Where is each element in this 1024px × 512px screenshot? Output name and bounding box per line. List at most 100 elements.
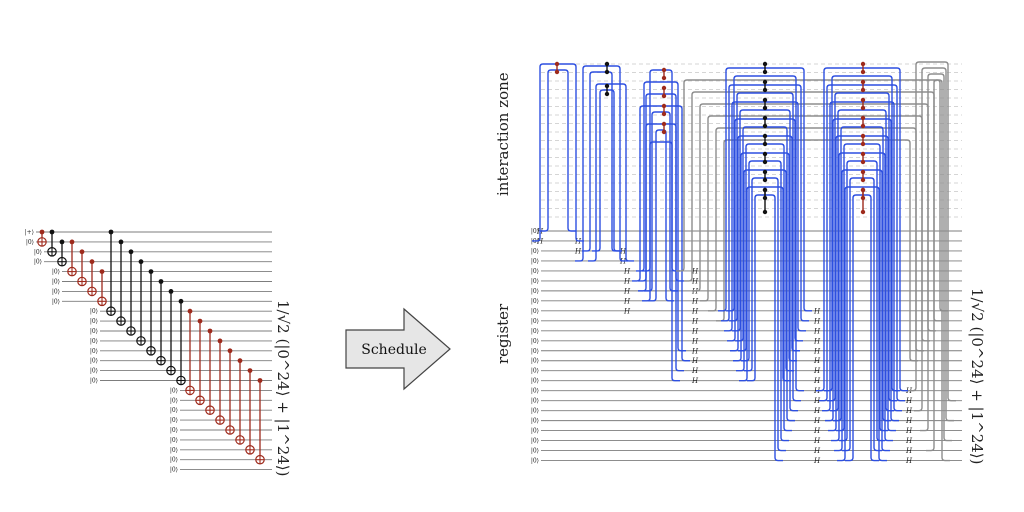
route-blue <box>642 141 680 382</box>
hadamard-label: H <box>691 277 699 285</box>
hadamard-label: H <box>813 437 821 445</box>
cnot-control-dot <box>217 338 223 344</box>
initial-state-ket: |0⟩ <box>26 239 34 246</box>
hadamard-label: H <box>813 347 821 355</box>
zone-gate-dot <box>860 187 866 193</box>
cnot-control-dot <box>187 308 193 314</box>
cnot-control-dot <box>168 289 174 294</box>
hadamard-label: H <box>623 267 631 275</box>
hadamard-label: H <box>813 307 821 315</box>
initial-state-ket: |0⟩ <box>34 259 42 266</box>
register-ket: |0⟩ <box>531 288 539 295</box>
register-ket: |0⟩ <box>531 398 539 405</box>
zone-gate-dot <box>860 141 866 147</box>
zone-cz-gate <box>762 133 768 147</box>
register-ket: |0⟩ <box>531 268 539 275</box>
initial-state-ket: |0⟩ <box>170 407 178 414</box>
route-blue <box>726 75 804 392</box>
hadamard-label: H <box>813 397 821 405</box>
hadamard-label: H <box>813 447 821 455</box>
zone-gate-dot <box>661 93 667 99</box>
route-gray <box>716 139 918 362</box>
zone-cz-gate <box>762 79 768 93</box>
register-ket: |0⟩ <box>531 428 539 435</box>
zone-gate-dot <box>762 141 768 147</box>
hadamard-label: H <box>813 427 821 435</box>
zone-gate-dot <box>762 69 768 75</box>
hadamard-label: H <box>691 267 699 275</box>
zone-gate-dot <box>661 111 667 117</box>
initial-state-ket: |0⟩ <box>52 279 60 286</box>
initial-state-ket: |0⟩ <box>90 378 98 385</box>
zone-gate-dot <box>762 97 768 103</box>
initial-state-ket: |0⟩ <box>90 348 98 355</box>
cnot-control-dot <box>138 259 144 265</box>
route-gray <box>908 61 956 402</box>
interaction-zone-label: interaction zone <box>494 72 512 196</box>
zone-gate-dot <box>661 85 667 91</box>
cnot-control-dot <box>49 229 55 235</box>
cnot-gate <box>185 308 195 396</box>
cnot-gate <box>215 338 225 425</box>
cnot-control-dot <box>89 259 95 265</box>
register-ket: |0⟩ <box>531 328 539 335</box>
hadamard-label: H <box>813 457 821 465</box>
hadamard-label: H <box>691 357 699 365</box>
initial-state-ket: |0⟩ <box>170 447 178 454</box>
cnot-control-dot <box>227 348 233 354</box>
zone-cz-gate <box>554 61 560 75</box>
initial-state-ket: |0⟩ <box>170 427 178 434</box>
zone-gate-dot <box>661 67 667 73</box>
hadamard-label: H <box>905 457 913 465</box>
route-blue <box>739 186 791 382</box>
hadamard-label: H <box>813 357 821 365</box>
zone-gate-dot <box>860 209 866 215</box>
initial-state-ket: |0⟩ <box>52 269 60 276</box>
hadamard-label: H <box>905 397 913 405</box>
route-blue <box>744 177 786 452</box>
route-gray <box>684 91 942 322</box>
zone-cz-gate <box>860 133 866 147</box>
zone-gate-dot <box>860 115 866 121</box>
hadamard-label: H <box>813 377 821 385</box>
hadamard-label: H <box>813 317 821 325</box>
route-gray <box>914 67 954 422</box>
cnot-control-dot <box>99 269 105 274</box>
initial-state-ket: |0⟩ <box>170 467 178 474</box>
register-ket: |0⟩ <box>531 368 539 375</box>
cnot-control-dot <box>39 229 45 235</box>
initial-state-ket: |0⟩ <box>52 288 60 295</box>
register-ket: |0⟩ <box>531 418 539 425</box>
cnot-gate <box>97 269 107 307</box>
register-ket: |0⟩ <box>531 348 539 355</box>
cnot-gate <box>126 249 136 336</box>
initial-state-ket: |0⟩ <box>90 338 98 345</box>
zone-cz-gate <box>860 169 866 183</box>
zone-cz-gate <box>860 79 866 93</box>
initial-state-ket: |0⟩ <box>90 308 98 315</box>
scheduled-circuit: |0⟩|0⟩|0⟩|0⟩|0⟩|0⟩|0⟩|0⟩|0⟩|0⟩|0⟩|0⟩|0⟩|… <box>531 61 962 465</box>
zone-gate-dot <box>762 105 768 111</box>
zone-cz-gate <box>860 151 866 165</box>
zone-gate-dot <box>860 169 866 175</box>
cnot-control-dot <box>197 318 203 324</box>
zone-gate-dot <box>860 133 866 139</box>
register-ket: |0⟩ <box>531 438 539 445</box>
zone-cz-gate <box>860 187 866 215</box>
initial-state-ket: |0⟩ <box>170 417 178 424</box>
register-ket: |0⟩ <box>531 278 539 285</box>
hadamard-label: H <box>623 297 631 305</box>
zone-gate-dot <box>661 129 667 135</box>
cnot-gate <box>205 328 215 415</box>
hadamard-label: H <box>691 327 699 335</box>
register-ket: |0⟩ <box>531 298 539 305</box>
route-blue <box>632 105 690 362</box>
cnot-gate <box>166 289 176 376</box>
zone-cz-gate <box>762 97 768 111</box>
hadamard-label: H <box>691 307 699 315</box>
route-blue <box>842 177 882 452</box>
hadamard-label: H <box>691 317 699 325</box>
hadamard-label: H <box>691 377 699 385</box>
zone-gate-dot <box>860 97 866 103</box>
hadamard-label: H <box>905 447 913 455</box>
